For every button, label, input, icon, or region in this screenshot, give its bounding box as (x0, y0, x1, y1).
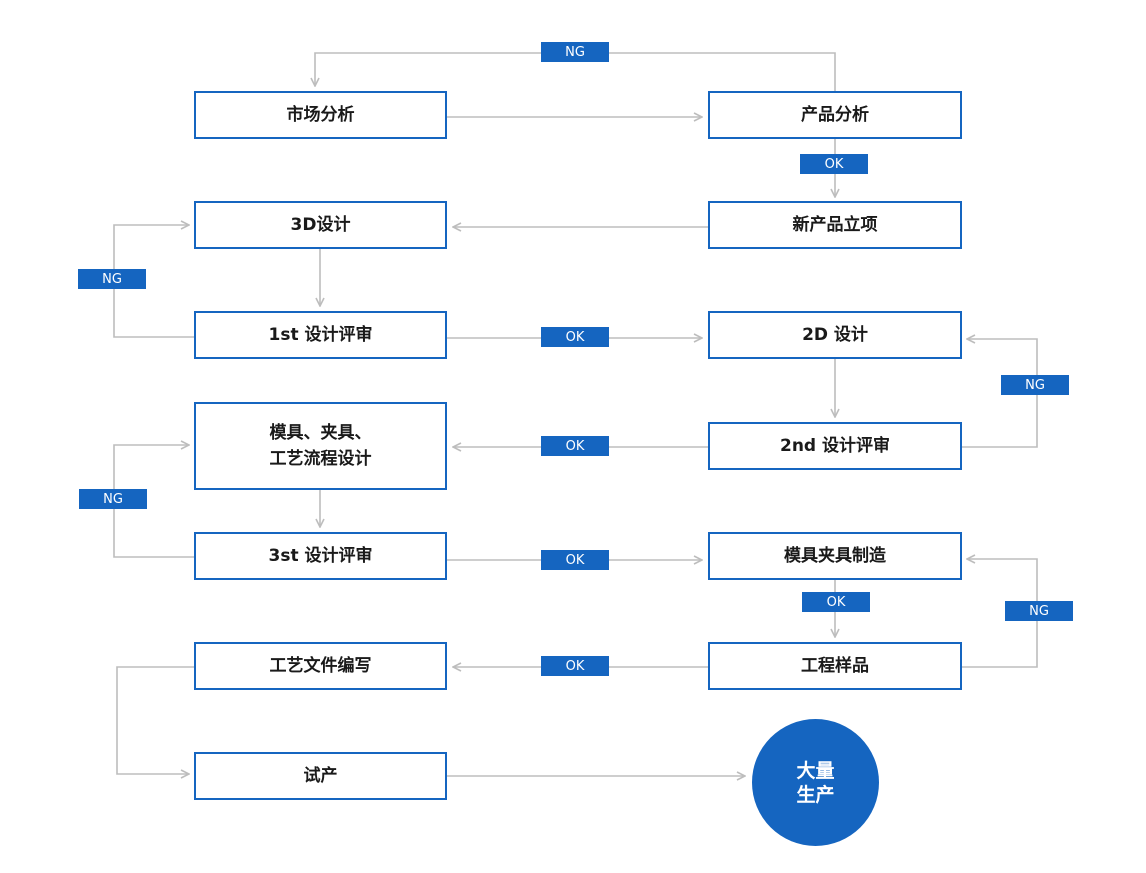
node-3st-design-review-label: 3st 设计评审 (268, 546, 373, 566)
node-process-document-writing-label: 工艺文件编写 (269, 656, 372, 676)
tag-ng-review3-to-mold-design-text: NG (103, 491, 123, 507)
tag-ok-manufacturing-to-sample-text: OK (826, 594, 846, 610)
node-market-analysis-label: 市场分析 (286, 105, 355, 125)
node-2nd-design-review: 2nd 设计评审 (708, 422, 962, 470)
tag-ng-review1-to-3d: NG (78, 269, 146, 289)
tag-ng-review2-to-2d: NG (1001, 375, 1069, 395)
tag-ok-review1-to-2d-text: OK (565, 329, 585, 345)
tag-ng-product-to-market-text: NG (565, 44, 585, 60)
tag-ok-review3-to-manufacturing: OK (541, 550, 609, 570)
node-trial-production: 试产 (194, 752, 447, 800)
node-3st-design-review: 3st 设计评审 (194, 532, 447, 580)
tag-ng-review2-to-2d-text: NG (1025, 377, 1045, 393)
node-1st-design-review-label: 1st 设计评审 (268, 325, 373, 345)
node-2nd-design-review-label: 2nd 设计评审 (779, 436, 891, 456)
node-3d-design: 3D设计 (194, 201, 447, 249)
node-mold-fixture-process-design-label: 模具、夹具、 工艺流程设计 (269, 423, 372, 469)
tag-ok-sample-to-doc-text: OK (565, 658, 585, 674)
node-mold-fixture-manufacturing-label: 模具夹具制造 (784, 546, 886, 566)
node-engineering-sample-label: 工程样品 (801, 656, 869, 676)
node-process-document-writing: 工艺文件编写 (194, 642, 447, 690)
node-1st-design-review: 1st 设计评审 (194, 311, 447, 359)
node-mold-fixture-manufacturing: 模具夹具制造 (708, 532, 962, 580)
tag-ok-review3-to-manufacturing-text: OK (565, 552, 585, 568)
node-mold-fixture-process-design: 模具、夹具、 工艺流程设计 (194, 402, 447, 490)
tag-ng-review3-to-mold-design: NG (79, 489, 147, 509)
node-2d-design-label: 2D 设计 (802, 325, 868, 345)
tag-ng-product-to-market: NG (541, 42, 609, 62)
tag-ok-sample-to-doc: OK (541, 656, 609, 676)
node-market-analysis: 市场分析 (194, 91, 447, 139)
tag-ng-sample-to-manufacturing: NG (1005, 601, 1073, 621)
node-product-analysis: 产品分析 (708, 91, 962, 139)
connector-doc-to-trial (116, 666, 194, 774)
tag-ok-product-to-launch: OK (800, 154, 868, 174)
tag-ok-review2-to-mold-design-text: OK (565, 438, 585, 454)
node-new-product-launch: 新产品立项 (708, 201, 962, 249)
node-engineering-sample: 工程样品 (708, 642, 962, 690)
tag-ok-product-to-launch-text: OK (824, 156, 844, 172)
node-new-product-launch-label: 新产品立项 (792, 215, 878, 235)
tag-ng-sample-to-manufacturing-text: NG (1029, 603, 1049, 619)
tag-ng-review1-to-3d-text: NG (102, 271, 122, 287)
node-mass-production-label: 大量 生产 (796, 759, 835, 806)
node-product-analysis-label: 产品分析 (801, 105, 869, 125)
node-mass-production: 大量 生产 (752, 719, 879, 846)
tag-ok-review2-to-mold-design: OK (541, 436, 609, 456)
tag-ok-review1-to-2d: OK (541, 327, 609, 347)
node-2d-design: 2D 设计 (708, 311, 962, 359)
node-trial-production-label: 试产 (303, 766, 338, 786)
node-3d-design-label: 3D设计 (290, 215, 351, 235)
tag-ok-manufacturing-to-sample: OK (802, 592, 870, 612)
